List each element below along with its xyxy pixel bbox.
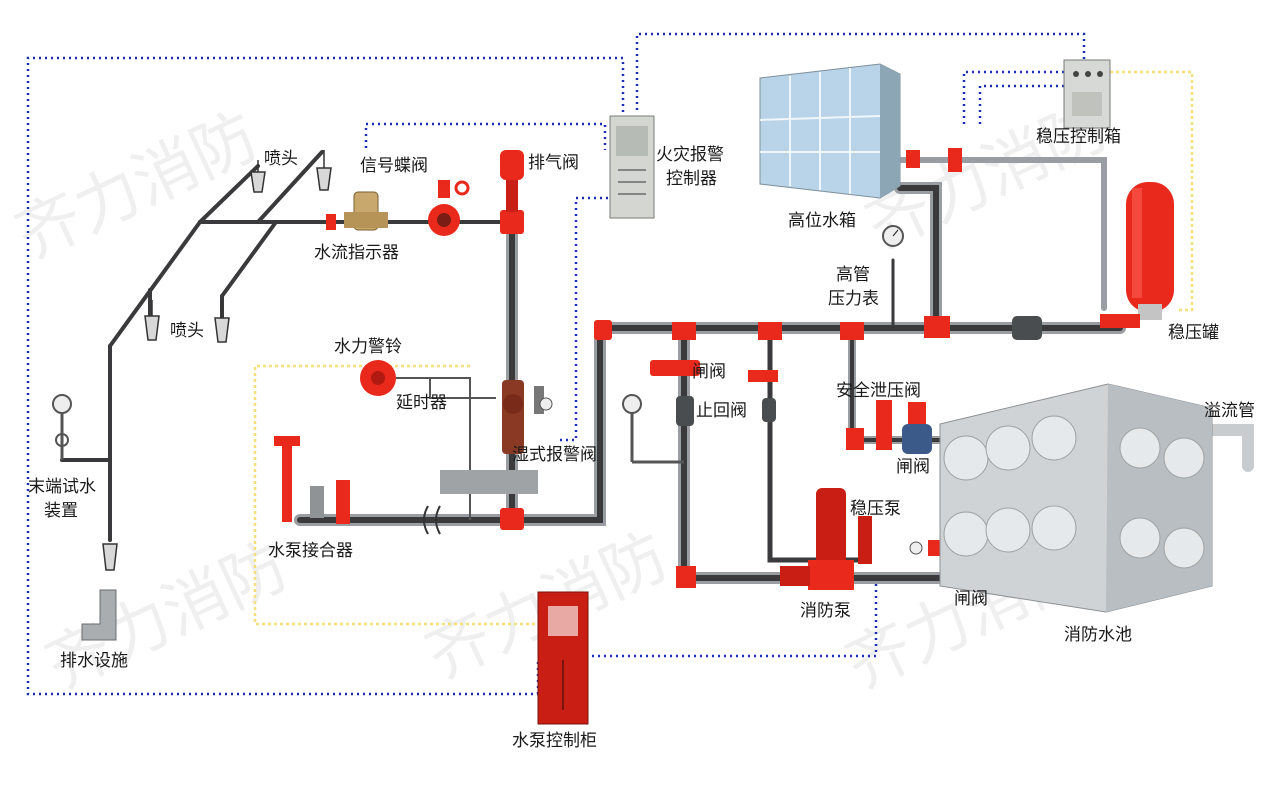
label-high-pressure-gauge-1: 高管 (836, 265, 870, 285)
fitting-tee-3 (840, 322, 864, 340)
signal-line-butterfly (364, 122, 607, 150)
fitting-tee-1 (672, 322, 696, 340)
label-fire-alarm-controller-1: 火灾报警 (656, 145, 724, 165)
label-pump-adapter: 水泵接合器 (268, 541, 353, 561)
label-drainage: 排水设施 (60, 651, 128, 671)
sprinkler-heads (102, 150, 332, 571)
pipe-break-marks (423, 505, 441, 535)
fitting-pressure-line (948, 148, 962, 172)
sprinkler-head-4 (214, 300, 230, 343)
water-flow-indicator (344, 191, 388, 231)
sprinkler-head-1 (250, 160, 266, 193)
label-sprinkler-bottom: 喷头 (170, 321, 204, 341)
label-end-test-device-2: 装置 (44, 501, 78, 521)
fitting-pump-elbow (676, 566, 696, 588)
power-line-alarm-bell (253, 364, 548, 626)
fire-pump (780, 488, 854, 590)
label-pressure-pump: 稳压泵 (850, 499, 901, 519)
pipe-tank-down-core (897, 185, 939, 331)
main-check-valve (1012, 316, 1042, 340)
fitting-riser-bottom (500, 508, 524, 530)
drainage-facility (81, 589, 117, 641)
wet-alarm-valve (502, 380, 553, 454)
label-fire-alarm-controller-2: 控制器 (666, 169, 717, 189)
delay-device-base (440, 470, 538, 494)
sprinkler-head-5 (102, 543, 118, 571)
label-signal-butterfly-valve: 信号蝶阀 (360, 156, 428, 176)
signal-line-control-box-2 (978, 84, 1064, 124)
label-pressure-control-box: 稳压控制箱 (1036, 127, 1121, 147)
pipe-branch-upper-right (256, 150, 324, 224)
fitting-sprinkler-main (326, 214, 336, 230)
label-gate-valve-2: 闸阀 (896, 457, 930, 477)
pressure-tank (1100, 182, 1174, 328)
pressure-control-box (1063, 59, 1111, 129)
label-high-pressure-gauge-2: 压力表 (828, 289, 879, 309)
label-wet-alarm-valve: 湿式报警阀 (512, 445, 597, 465)
label-fire-pool: 消防水池 (1064, 625, 1132, 645)
label-overflow-pipe: 溢流管 (1204, 401, 1255, 421)
labels: 喷头 信号蝶阀 水流指示器 排气阀 火灾报警 控制器 高位水箱 稳压控制箱 喷头… (28, 127, 1255, 751)
label-gate-valve-1: 闸阀 (692, 362, 726, 382)
fitting-relief-elbow (846, 428, 864, 450)
pipe-branch-upper-left (198, 164, 260, 224)
gate-valve-branch (650, 360, 778, 426)
safety-relief-valve (876, 400, 932, 454)
label-gate-valve-3: 闸阀 (954, 589, 988, 609)
label-delay-device: 延时器 (396, 393, 447, 413)
label-water-alarm-bell: 水力警铃 (334, 337, 402, 357)
fire-pool (939, 383, 1213, 613)
sprinkler-head-3 (144, 300, 160, 341)
signal-butterfly-valve (428, 180, 470, 236)
power-line-pressure (1110, 70, 1194, 312)
signal-lines (26, 32, 1086, 696)
pipe-branch-lower-right (220, 220, 278, 298)
label-check-valve: 止回阀 (696, 401, 747, 421)
end-test-device (52, 394, 72, 460)
label-high-water-tank: 高位水箱 (788, 211, 856, 231)
label-pump-control-cabinet: 水泵控制柜 (512, 731, 597, 751)
label-pressure-tank: 稳压罐 (1168, 323, 1219, 343)
signal-line-outer-left (26, 56, 625, 696)
label-sprinkler-top: 喷头 (264, 149, 298, 169)
pipe-pressure-line (897, 157, 1107, 311)
fitting-elbow-main (594, 320, 612, 340)
label-water-flow-indicator: 水流指示器 (314, 243, 399, 263)
sprinkler-head-2 (316, 150, 332, 191)
signal-line-top (635, 32, 1086, 110)
fire-alarm-controller (609, 115, 655, 219)
label-fire-pump: 消防泵 (800, 601, 851, 621)
pressure-pump (858, 516, 942, 564)
pipe-overflow (1204, 424, 1254, 472)
fitting-tank-outlet (906, 150, 920, 168)
exhaust-valve (500, 150, 524, 212)
high-water-tank (759, 63, 901, 199)
pipe-branch-lower-left (108, 220, 202, 348)
watermark-1: 齐力消防 (5, 99, 268, 274)
red-fittings (326, 148, 962, 588)
branch-gauge (622, 394, 684, 464)
signal-line-pump-cabinet (592, 580, 878, 658)
pump-control-cabinet (537, 591, 589, 725)
pump-adapter (274, 436, 350, 524)
label-safety-relief-valve: 安全泄压阀 (836, 381, 921, 401)
label-exhaust-valve: 排气阀 (528, 153, 579, 173)
watermark-3: 齐力消防 (35, 529, 298, 704)
signal-line-alarm-valve (560, 196, 612, 442)
fitting-tee-2 (758, 322, 782, 340)
high-pressure-gauge (882, 225, 904, 247)
fitting-tee-4 (924, 316, 950, 338)
water-alarm-bell (360, 360, 396, 396)
fitting-riser-top (500, 210, 524, 234)
power-lines (253, 70, 1194, 626)
label-end-test-device-1: 末端试水 (28, 477, 96, 497)
